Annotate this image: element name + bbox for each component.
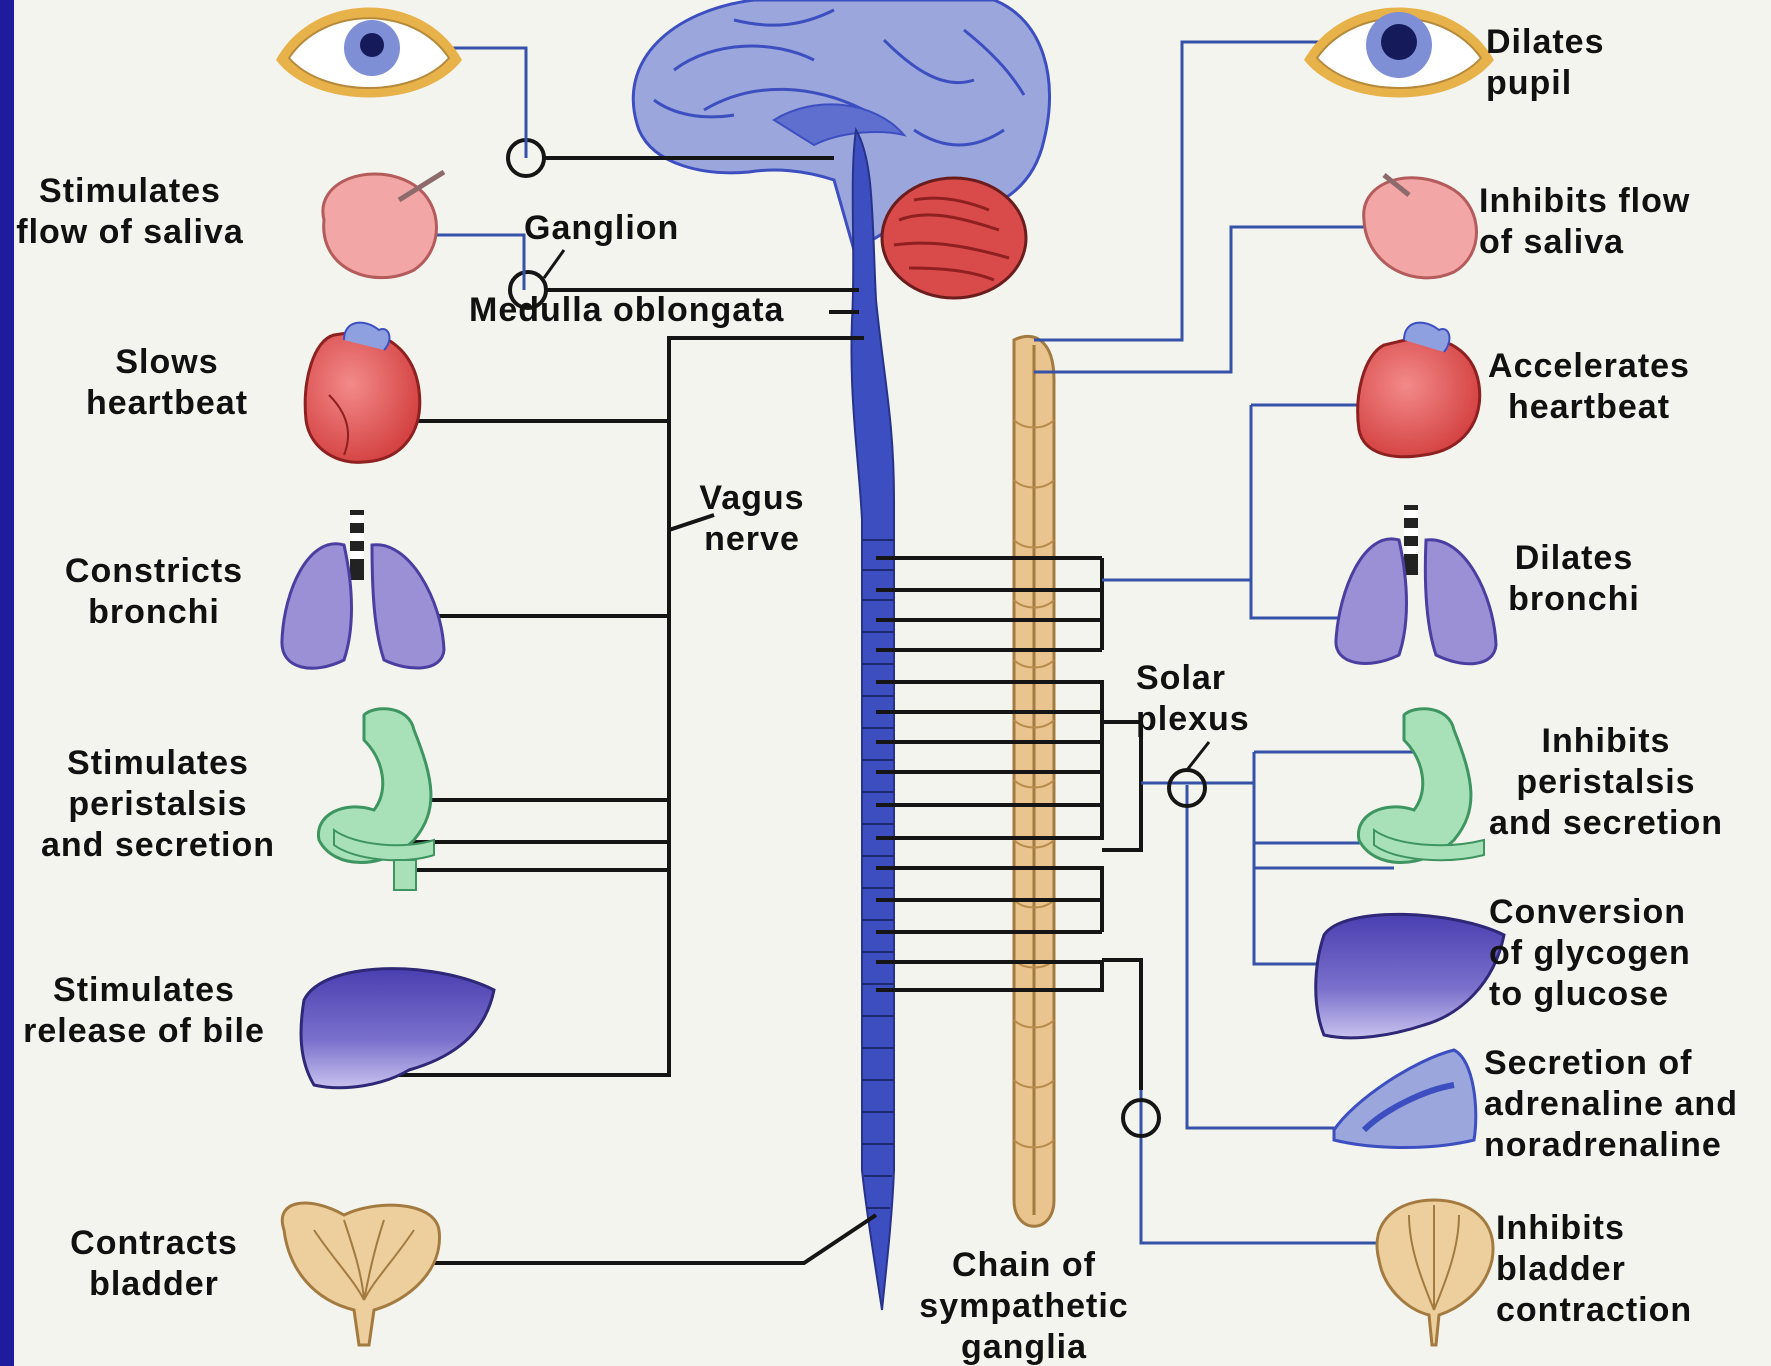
liver-left (301, 969, 494, 1088)
eye-right (1304, 8, 1494, 98)
label-ganglion: Ganglion (524, 208, 679, 249)
eye-left (276, 8, 462, 98)
bladder-left (282, 1203, 439, 1345)
cerebellum (882, 178, 1026, 298)
spinal-cord (851, 130, 894, 1310)
salivary-gland-left (323, 172, 444, 278)
lungs-left (282, 510, 444, 668)
bladder-right (1377, 1200, 1493, 1345)
heart-left (305, 323, 420, 463)
heart-right (1358, 323, 1480, 457)
label-medulla-oblongata: Medulla oblongata (469, 290, 784, 331)
liver-right (1316, 914, 1504, 1037)
stomach-right (1358, 709, 1484, 863)
sympathetic-ganglia (1123, 770, 1205, 1136)
stomach-left (318, 709, 434, 890)
sympathetic-chain (1014, 336, 1054, 1226)
lungs-right (1336, 505, 1496, 664)
adrenal-gland-right (1334, 1050, 1476, 1148)
salivary-gland-right (1364, 175, 1477, 278)
